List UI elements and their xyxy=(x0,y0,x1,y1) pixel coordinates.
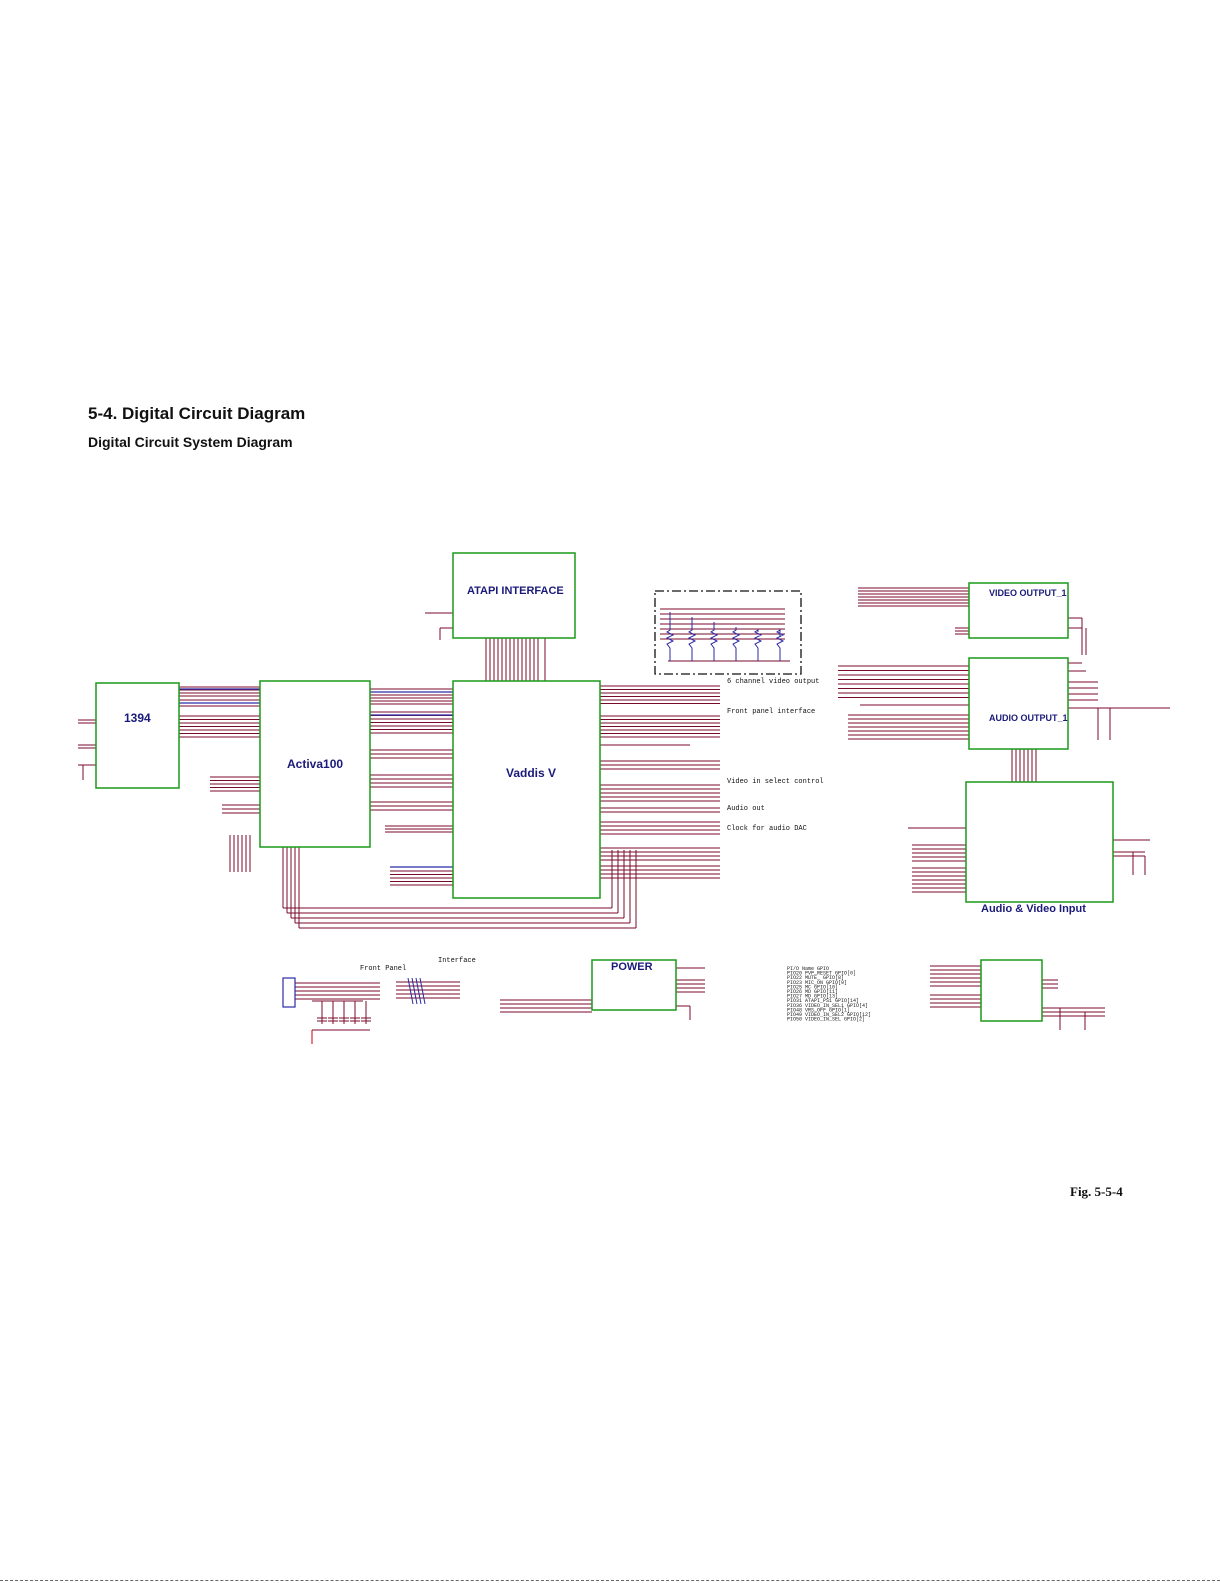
gpio-table-row: PIO31 ATAPI_PS1 GPIO[14] xyxy=(787,998,859,1004)
gpio-table-row: PIO20 PVP_RESET GPIO[0] xyxy=(787,971,856,977)
activa-title: Activa100 xyxy=(287,757,343,771)
resistor xyxy=(665,612,675,661)
gpio-table-row: PI/O Name GPIO xyxy=(787,966,829,972)
figure-label: Fig. 5-5-4 xyxy=(1070,1184,1123,1199)
interface-label: Interface xyxy=(438,957,476,965)
power-title: POWER xyxy=(611,961,653,973)
page-bottom-rule xyxy=(0,1580,1220,1581)
gpio-table-row: PIO22 MUTE_ GPIO[8] xyxy=(787,975,844,981)
audio-output-title: AUDIO OUTPUT_1 xyxy=(989,713,1068,723)
gpio-table-row: PIO27 MD GPIO[13] xyxy=(787,994,838,1000)
annotation-audio-out: Audio out xyxy=(727,805,765,813)
page-subtitle: Digital Circuit System Diagram xyxy=(88,434,293,450)
annotation-clock: Clock for audio DAC xyxy=(727,825,807,833)
resistor xyxy=(731,627,741,661)
resistor xyxy=(709,622,719,661)
annotation-video: 6 channel video output xyxy=(727,678,819,686)
atapi-title: ATAPI INTERFACE xyxy=(467,585,564,597)
vaddis-block xyxy=(452,680,601,899)
gpio-table-row: PIO50 VIDEO_IN_SEL GPIO[2] xyxy=(787,1017,865,1023)
gpio-table-row: PIO36 VIDEO_IN_SEL1 GPIO[4] xyxy=(787,1003,868,1009)
net-front-panel-interface xyxy=(419,977,426,1005)
resistor-group xyxy=(654,590,802,675)
gpio-table-row: PIO25 MC GPIO[10] xyxy=(787,984,838,990)
front-panel-connector xyxy=(282,977,296,1008)
gpio-table-row: PIO49 VIDEO_IN_SEL2 GPIO[12] xyxy=(787,1012,871,1018)
gpio-table-row: PIO48 VRS_OFF GPIO[1] xyxy=(787,1007,850,1013)
resistor xyxy=(775,629,785,661)
power-block xyxy=(591,959,677,1011)
video-output-title: VIDEO OUTPUT_1 xyxy=(989,588,1067,598)
audio-output-block-main xyxy=(968,657,1069,750)
gpio-table-row: PIO26 MD GPIO[11] xyxy=(787,989,838,995)
vaddis-title: Vaddis V xyxy=(506,766,556,780)
av-input-title: Audio & Video Input xyxy=(981,903,1086,915)
block-1394-title: 1394 xyxy=(124,711,151,725)
resistor xyxy=(753,629,763,661)
page-title: 5-4. Digital Circuit Diagram xyxy=(88,404,306,423)
net-front-panel-interface xyxy=(407,977,414,1005)
gpio-table-row: PIO23 MIC_ON GPIO[9] xyxy=(787,980,847,986)
annotation-video-select: Video in select control xyxy=(727,778,824,786)
front-panel-label: Front Panel xyxy=(360,965,406,973)
annotation-front-panel: Front panel interface xyxy=(727,708,815,716)
resistor xyxy=(687,617,697,661)
net-front-panel-interface xyxy=(411,977,418,1005)
atapi-block xyxy=(452,552,576,639)
block-1394 xyxy=(95,682,180,789)
video-output-block xyxy=(968,582,1069,639)
activa-block xyxy=(259,680,371,848)
av-input-block xyxy=(965,781,1114,903)
hdmi-block xyxy=(980,959,1043,1022)
net-front-panel-interface xyxy=(415,977,422,1005)
